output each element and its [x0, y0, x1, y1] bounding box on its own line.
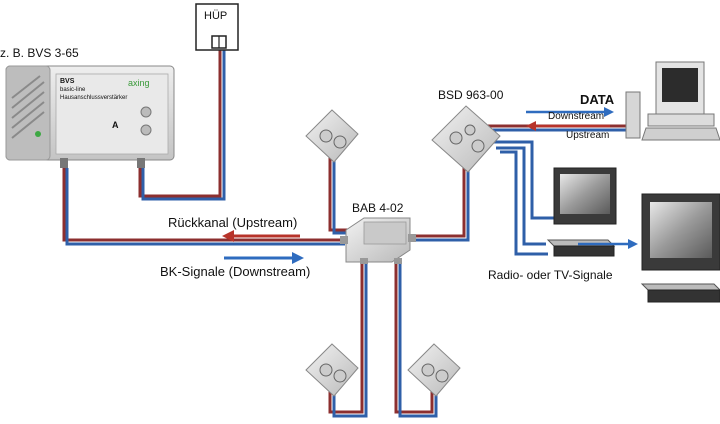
outlet-bottom-right — [407, 343, 461, 397]
bsd-outlet — [431, 105, 501, 173]
arrow-downstream-main — [224, 252, 304, 264]
amplifier-letter: A — [112, 120, 119, 130]
hup-label: HÜP — [204, 10, 228, 22]
upstream-label: Upstream — [566, 130, 610, 141]
receiver-box-2 — [640, 283, 720, 303]
arrow-upstream-data — [526, 121, 610, 131]
receiver-box-1 — [546, 239, 616, 257]
data-label: DATA — [580, 92, 615, 107]
tv-small — [553, 167, 617, 225]
amplifier-model: BVS — [60, 78, 75, 85]
bab-label: BAB 4-02 — [352, 201, 404, 215]
amplifier-line1: basic-line — [60, 87, 86, 93]
amplifier-brand: axing — [128, 78, 150, 88]
hup-box — [195, 3, 239, 51]
amplifier-caption: z. B. BVS 3-65 — [0, 46, 79, 60]
radio-tv-label: Radio- oder TV-Signale — [488, 268, 613, 282]
arrow-downstream-data — [526, 107, 614, 117]
outlet-top-left — [305, 109, 359, 163]
amplifier-device — [5, 65, 175, 168]
bk-signale-label: BK-Signale (Downstream) — [160, 264, 311, 279]
arrow-radio-tv — [578, 239, 638, 249]
computer — [625, 61, 720, 141]
bsd-label: BSD 963-00 — [438, 88, 504, 102]
arrow-upstream-main — [222, 230, 300, 242]
outlet-bottom-left — [305, 343, 359, 397]
downstream-label: Downstream — [548, 111, 605, 122]
rueckkanal-label: Rückkanal (Upstream) — [168, 215, 298, 230]
bab-splitter — [340, 217, 416, 264]
tv-large — [641, 193, 720, 271]
amplifier-line2: Hausanschlussverstärker — [60, 95, 128, 101]
